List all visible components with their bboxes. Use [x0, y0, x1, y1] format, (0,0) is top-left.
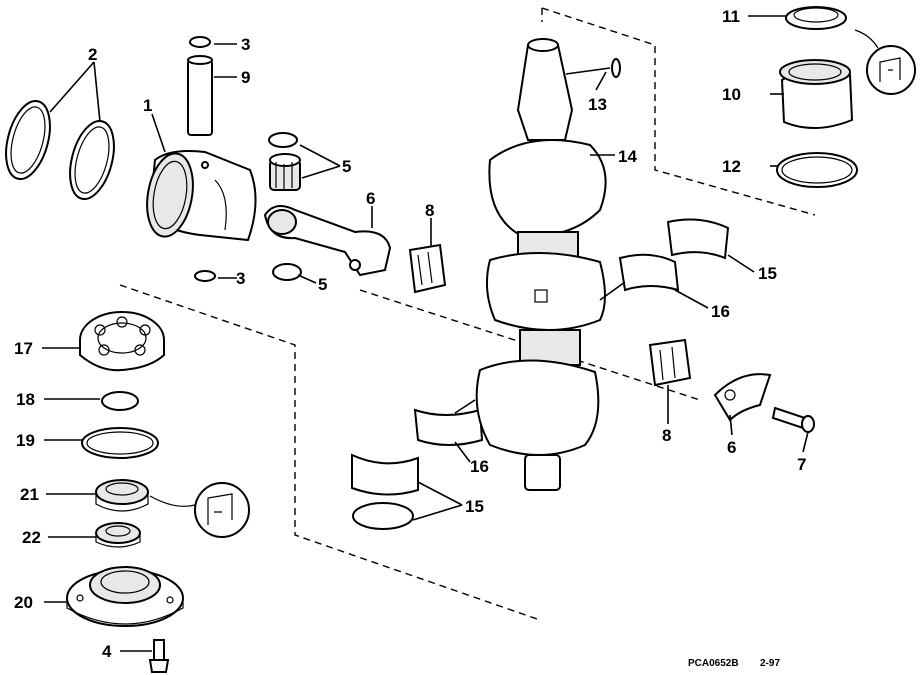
woodruff-key-13 [611, 58, 621, 78]
callout-12: 12 [722, 157, 741, 176]
o-ring-12 [776, 152, 858, 188]
needle-bearing-5 [268, 132, 302, 281]
callout-11: 11 [722, 7, 740, 26]
callout-13: 13 [588, 95, 607, 114]
bearing-housing-20 [66, 566, 184, 627]
seal-11 [785, 6, 847, 30]
connecting-rod-6 [263, 205, 392, 277]
callout-15-right: 15 [758, 264, 777, 283]
callout-3-top: 3 [241, 35, 250, 54]
screw-4 [148, 639, 170, 673]
callout-17: 17 [14, 339, 33, 358]
callout-20: 20 [14, 593, 33, 612]
wrist-pin-9 [187, 55, 213, 136]
assembly-guide-lines [119, 7, 816, 621]
callout-labels: 2 1 3 9 5 6 8 3 5 13 14 11 10 12 15 16 8… [14, 7, 806, 661]
figure-date: 2-97 [760, 658, 780, 669]
figure-code: PCA0652B [688, 658, 739, 669]
o-ring-19 [81, 427, 159, 459]
crankshaft-14 [475, 38, 607, 491]
callout-6-bottom: 6 [727, 438, 736, 457]
callout-4: 4 [102, 642, 112, 661]
seal-21 [95, 479, 149, 512]
piston-ring-2 [5, 100, 115, 200]
callout-21: 21 [20, 485, 39, 504]
callout-22: 22 [22, 528, 41, 547]
callout-15-bottom: 15 [465, 497, 484, 516]
callout-8-bottom: 8 [662, 426, 671, 445]
callout-2: 2 [88, 45, 97, 64]
ball-bearing-17 [79, 311, 165, 372]
callout-8-top: 8 [425, 201, 434, 220]
callout-5-top: 5 [342, 157, 351, 176]
retaining-ring-3 [189, 36, 216, 282]
bearing-retainer-15 [351, 218, 730, 530]
callout-19: 19 [16, 431, 35, 450]
retaining-ring-18 [101, 391, 139, 411]
rod-screw-7 [771, 406, 815, 433]
callout-16-right: 16 [711, 302, 730, 321]
callout-16-bottom: 16 [470, 457, 489, 476]
callout-5-bottom: 5 [318, 275, 327, 294]
callout-1: 1 [143, 96, 152, 115]
sealant-symbol-icon [854, 29, 916, 95]
callout-14: 14 [618, 147, 637, 166]
callout-10: 10 [722, 85, 741, 104]
cage-bearing-8 [408, 243, 692, 387]
rod-cap-6 [713, 373, 772, 422]
piston-1 [146, 150, 257, 242]
callout-9: 9 [241, 68, 250, 87]
callout-6-top: 6 [366, 189, 375, 208]
seal-22 [95, 522, 141, 548]
main-bearing-16 [413, 253, 680, 446]
callout-7: 7 [797, 455, 806, 474]
sealant-symbol-lower-icon [149, 482, 250, 538]
upper-bearing-10 [779, 59, 854, 130]
callout-18: 18 [16, 390, 35, 409]
callout-3-bottom: 3 [236, 269, 245, 288]
callout-leaders [42, 15, 809, 652]
